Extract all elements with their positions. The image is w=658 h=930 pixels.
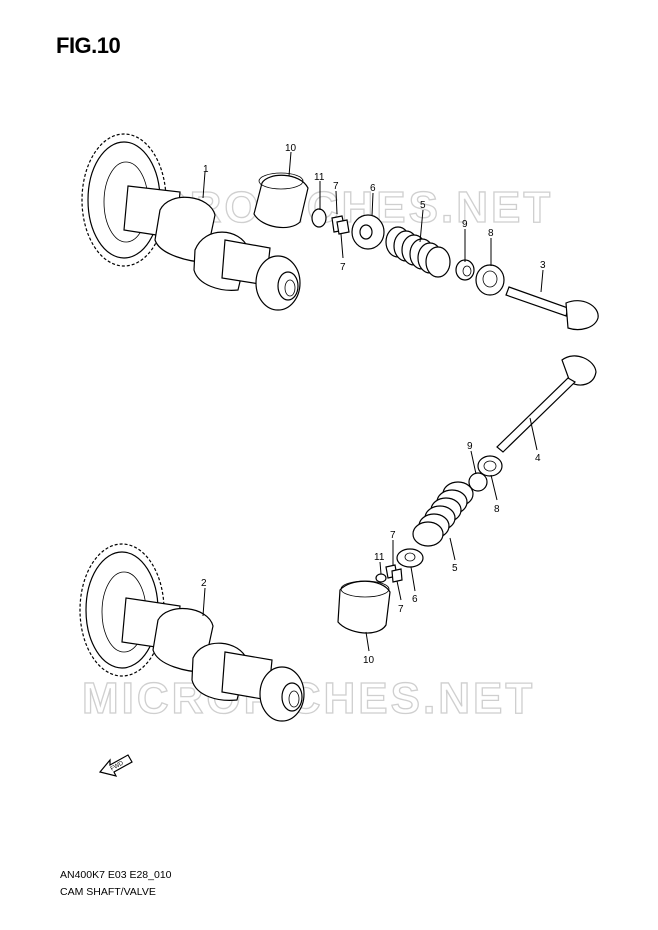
seat-8-lower xyxy=(477,455,503,477)
callout-8-upper: 8 xyxy=(488,228,494,239)
callout-9-lower: 9 xyxy=(467,441,473,452)
camshaft-2 xyxy=(79,543,305,722)
retainer-6-upper xyxy=(351,214,385,250)
tappet-10-upper xyxy=(253,172,309,229)
spring-5-upper xyxy=(385,226,451,278)
callout-8-lower: 8 xyxy=(494,504,500,515)
seal-9-lower xyxy=(468,472,488,492)
valve-4 xyxy=(496,355,597,453)
tappet-10-lower xyxy=(337,580,391,634)
shim-11-lower xyxy=(375,573,387,583)
callout-11-upper: 11 xyxy=(314,172,325,183)
callout-9-upper: 9 xyxy=(462,219,468,230)
callout-7-lower-b: 7 xyxy=(398,604,404,615)
seat-8-upper xyxy=(475,264,505,296)
callout-5-lower: 5 xyxy=(452,563,458,574)
fwd-arrow-icon: FWD xyxy=(98,754,133,777)
callout-10-lower: 10 xyxy=(363,655,375,666)
diagram-name: CAM SHAFT/VALVE xyxy=(60,886,156,898)
cotters-7-upper xyxy=(331,215,350,235)
callout-2: 2 xyxy=(201,578,207,589)
figure-title: FIG.10 xyxy=(56,33,121,58)
callout-7-upper-a: 7 xyxy=(333,181,339,192)
callout-10-upper: 10 xyxy=(285,143,297,154)
callout-7-lower-a: 7 xyxy=(390,530,396,541)
diagram-code: AN400K7 E03 E28_010 xyxy=(60,869,172,881)
callout-1: 1 xyxy=(203,164,209,175)
spring-5-lower xyxy=(412,481,474,547)
retainer-6-lower xyxy=(396,548,424,568)
callout-7-upper-b: 7 xyxy=(340,262,346,273)
callout-4: 4 xyxy=(535,453,541,464)
cotters-7-lower xyxy=(385,564,403,583)
callout-5-upper: 5 xyxy=(420,200,426,211)
callout-11-lower: 11 xyxy=(374,552,385,563)
watermark-bottom: MICROFICHES.NET xyxy=(82,674,535,723)
callout-6-lower: 6 xyxy=(412,594,418,605)
callout-3: 3 xyxy=(540,260,546,271)
camshaft-1 xyxy=(81,133,301,311)
valve-3 xyxy=(505,286,599,331)
shim-11-upper xyxy=(311,208,327,228)
seal-9-upper xyxy=(455,259,475,281)
callout-6-upper: 6 xyxy=(370,183,376,194)
